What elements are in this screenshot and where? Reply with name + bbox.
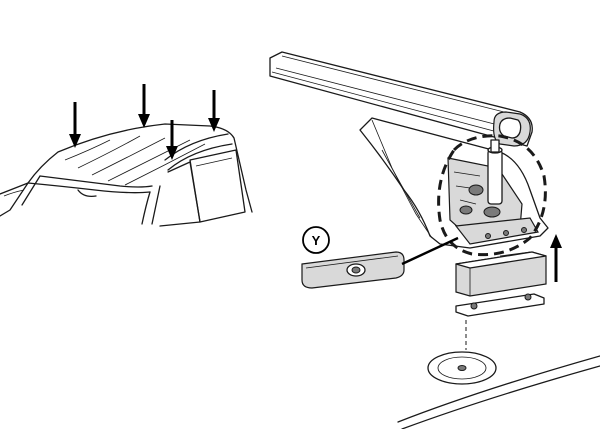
base-plate [455,293,545,317]
van-roof-illustration [0,123,253,227]
mount-point-arrows [69,84,220,160]
part-y-leader-line [401,236,459,266]
down-arrow-icon [138,84,150,128]
roof-rack-foot [359,117,549,249]
down-arrow-icon [166,120,178,160]
roof-surface-edge [397,355,600,429]
roof-mount-hole [427,320,497,385]
part-y-pad [301,251,405,289]
rubber-block [455,251,547,297]
down-arrow-icon [69,102,81,148]
part-y-label-text: Y [312,233,321,248]
down-arrow-icon [208,90,220,132]
roof-bar [269,51,533,147]
up-arrow-icon [550,234,562,282]
part-y-label: Y [302,226,330,254]
detail-highlight-circle [437,134,547,257]
